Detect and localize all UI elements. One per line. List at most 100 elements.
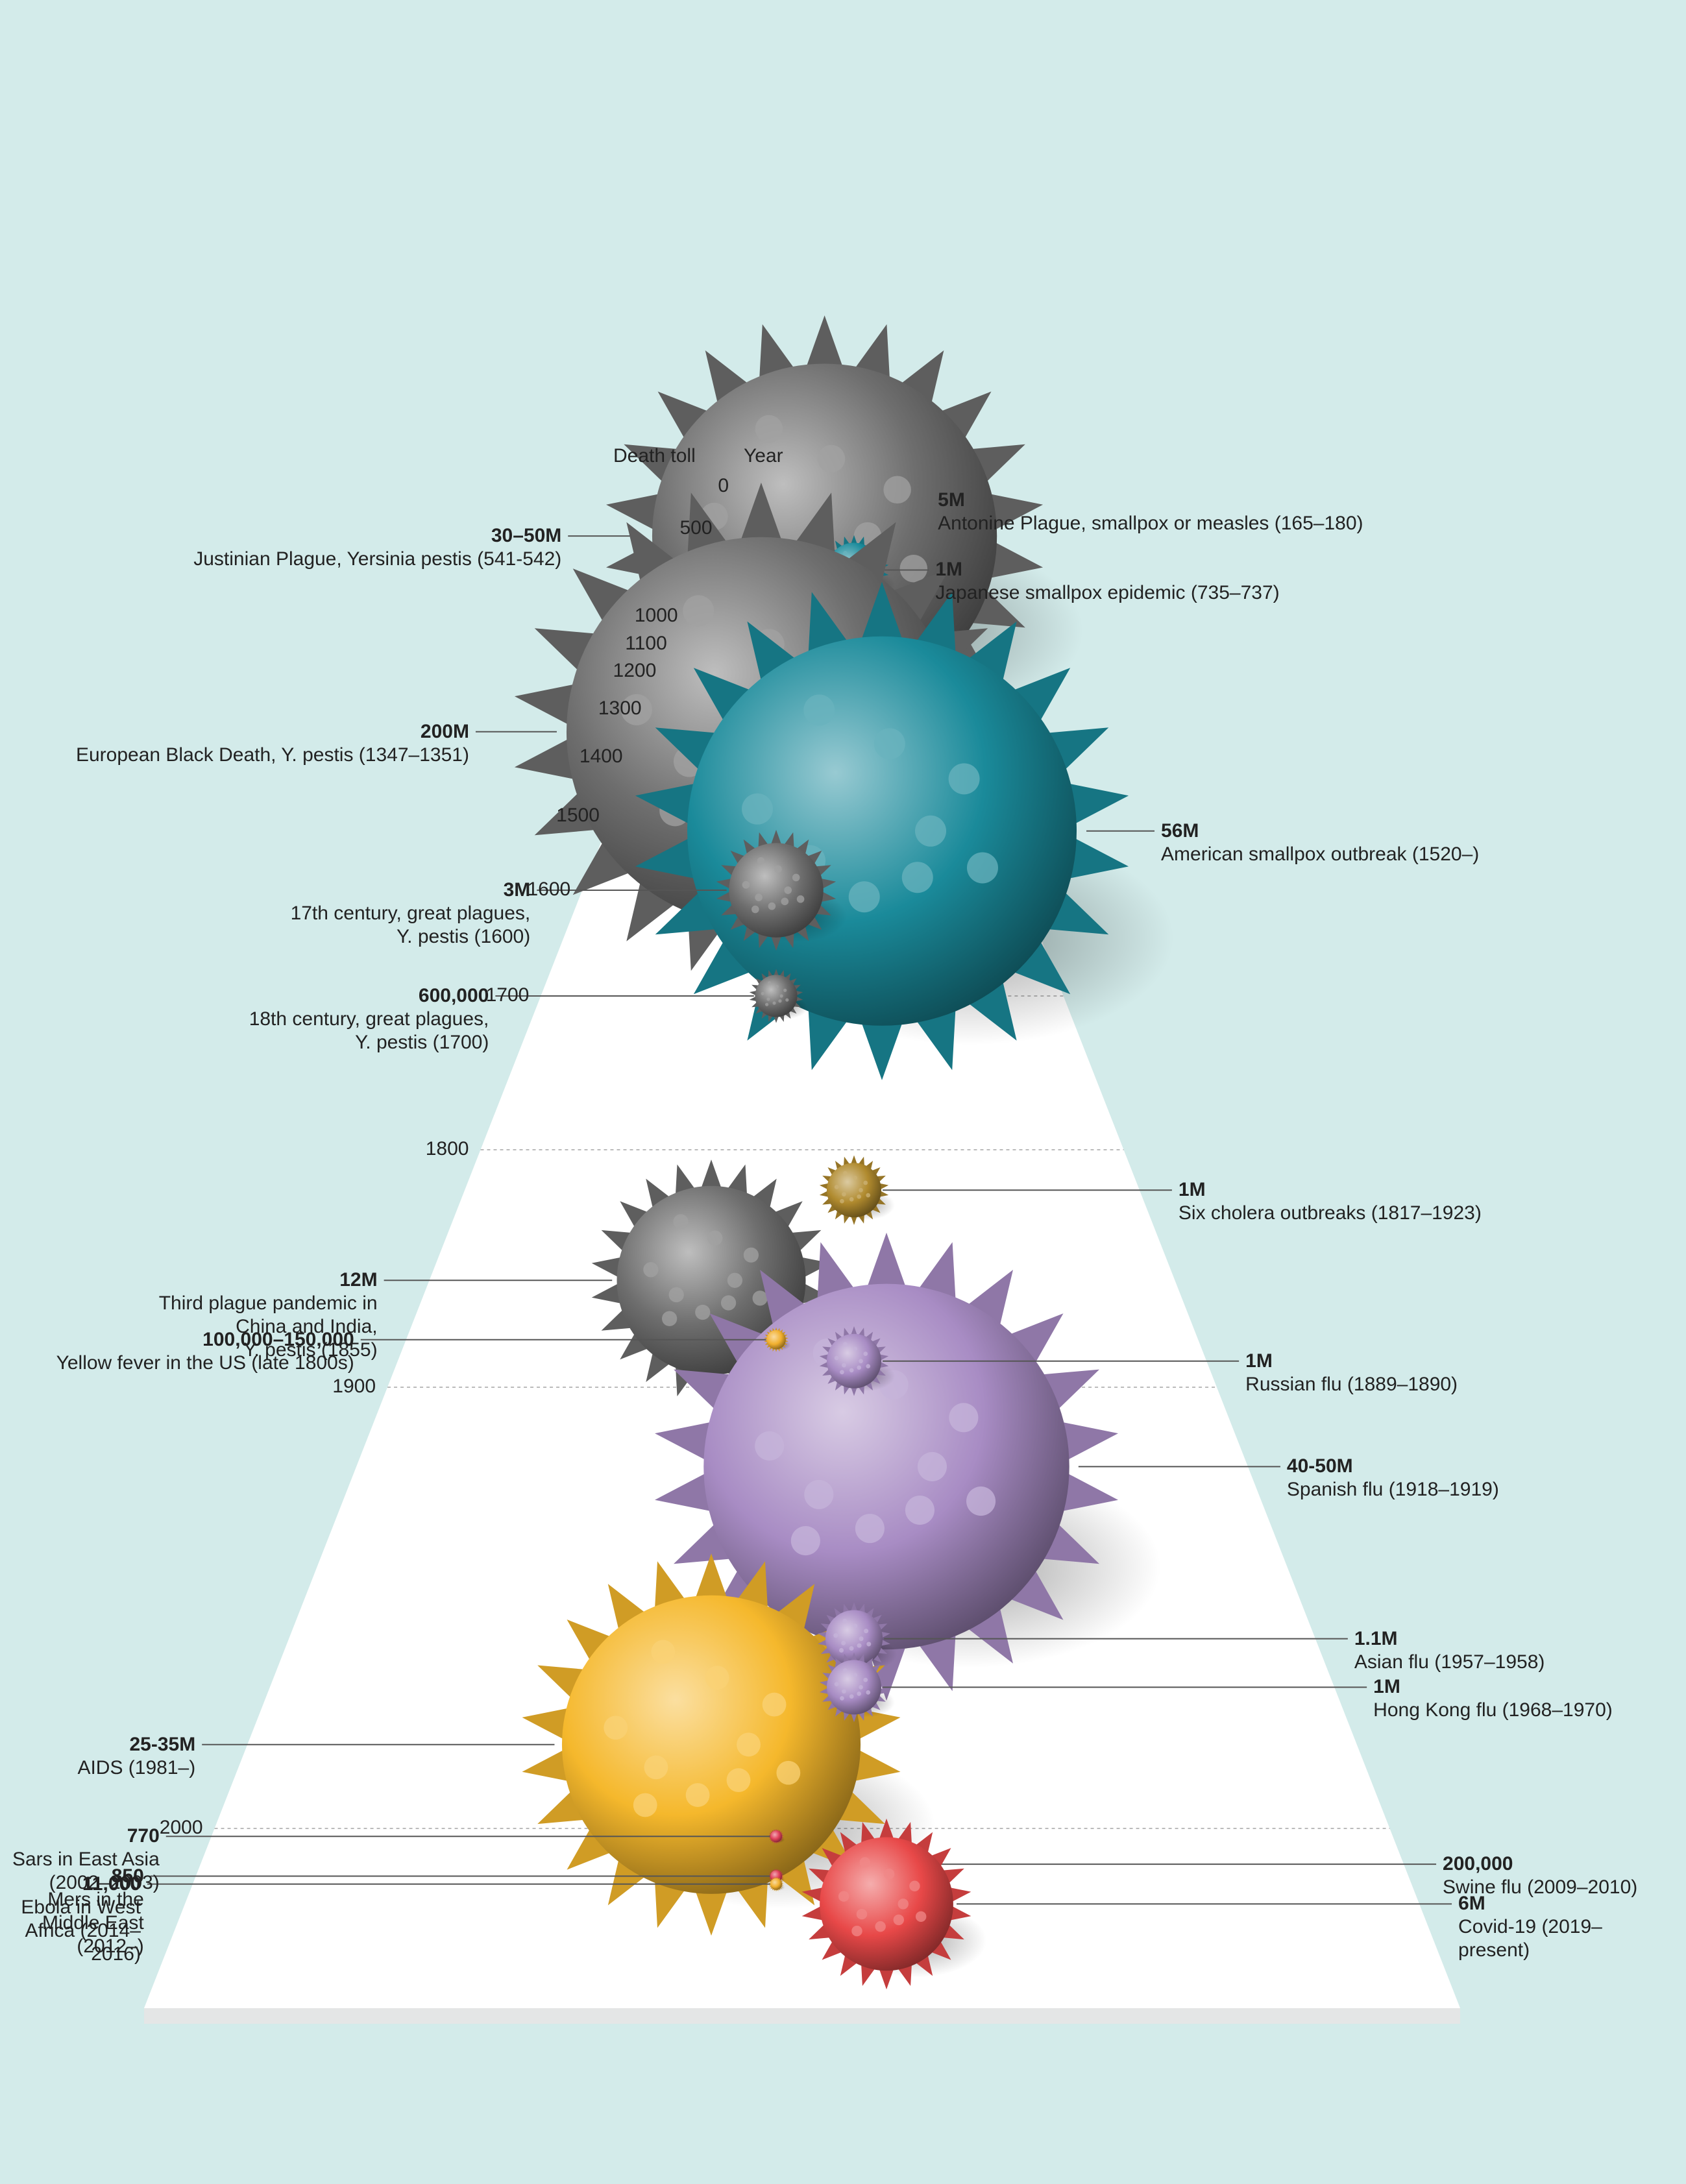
virus-bump [966,1486,996,1516]
virus-bump [917,1451,947,1481]
series-value: 1M [1373,1676,1400,1698]
series-name: Ebola in West Africa (2014–2016) [21,1896,141,1965]
virus-bump [761,991,764,995]
year-tick-label: 1900 [332,1376,376,1397]
virus-bump [838,1891,849,1902]
virus-bump [915,1911,927,1923]
virus-bump [883,1869,895,1880]
year-tick-label: 1300 [598,698,642,719]
virus-bump [757,856,765,865]
virus-bubble [818,1602,1348,1675]
year-tick-label: 1800 [425,1138,469,1159]
virus-bump [633,1793,657,1817]
virus-bubble [165,1828,785,1844]
virus-bump [901,862,933,893]
virus-bump [774,865,782,873]
year-tick-label: 1200 [613,660,657,681]
virus-bump [859,1187,863,1193]
virus-bump [842,1192,846,1196]
series-value: 850 [111,1865,144,1887]
virus-bump [843,1668,848,1673]
virus-bump [643,1262,659,1278]
virus-bump [742,880,750,889]
series-name: Yellow fever in the US (late 1800s) [56,1352,354,1374]
series-name: European Black Death, Y. pestis (1347–13… [75,744,469,766]
virus-bump [796,895,805,903]
virus-bump [909,1880,920,1892]
series-value: 200M [420,720,469,742]
virus-bump [849,1197,854,1202]
virus-bump [767,981,772,985]
year-header: Year [744,445,783,467]
virus-bump [695,1304,711,1320]
virus-bump [893,1914,905,1926]
virus-bump [752,1291,768,1306]
virus-body [825,1610,883,1668]
virus-bubble [819,1652,1367,1723]
virus-bump [776,1760,801,1785]
virus-bump [866,1690,871,1695]
virus-bump [755,415,783,443]
virus-bump [874,728,905,760]
virus-bump [784,886,792,894]
virus-bump [840,1696,844,1701]
virus-body [827,1660,881,1715]
virus-bump [743,1247,759,1263]
series-name: Third plague pandemic in China and India… [158,1292,378,1361]
virus-body [820,1837,953,1971]
virus-bump [817,444,846,473]
virus-bump [833,1633,838,1638]
virus-bump [840,1198,844,1204]
year-tick-label: 1700 [485,984,530,1006]
virus-bump [843,550,848,555]
virus-bump [949,1403,979,1433]
death-toll-header: Death toll [613,445,696,467]
virus-bump [673,1214,689,1230]
virus-bump [751,905,759,914]
virus-body [561,1595,861,1894]
virus-bump [855,1514,885,1544]
series-name: Mers in the Middle East (2012–) [42,1888,144,1957]
virus-bump [859,1636,864,1642]
series-value: 770 [127,1825,160,1847]
virus-bump [857,1692,862,1696]
series-name: Sars in East Asia (2002–2003) [12,1849,160,1894]
virus-bump [863,1180,868,1185]
virus-bump [851,1925,862,1937]
series-name: Russian flu (1889–1890) [1245,1373,1458,1395]
virus-bump [883,476,911,504]
virus-bump [661,1311,678,1326]
series-name: Spanish flu (1918–1919) [1286,1479,1499,1501]
virus-bump [834,1682,839,1687]
virus-bump [842,1689,846,1694]
virus-bump [966,852,998,884]
series-value: 11,000 [82,1873,141,1895]
series-name: Swine flu (2009–2010) [1443,1876,1638,1899]
virus-bump [859,1857,871,1868]
virus-bump [848,881,880,913]
virus-body [827,1333,881,1389]
pyramid-base [144,2008,1460,2024]
series-name: Hong Kong flu (1968–1970) [1373,1699,1613,1721]
virus-bump [843,1171,848,1176]
virus-body [755,975,798,1017]
year-tick-label: 1000 [634,605,678,626]
series-value: 200,000 [1443,1853,1513,1875]
virus-bump [875,1921,886,1932]
series-value: 1.1M [1354,1627,1398,1649]
virus-bubble [495,969,808,1023]
virus-bump [781,897,789,906]
virus-bump [853,1176,858,1180]
virus-bump [783,988,787,992]
virus-bubble [635,581,1175,1080]
